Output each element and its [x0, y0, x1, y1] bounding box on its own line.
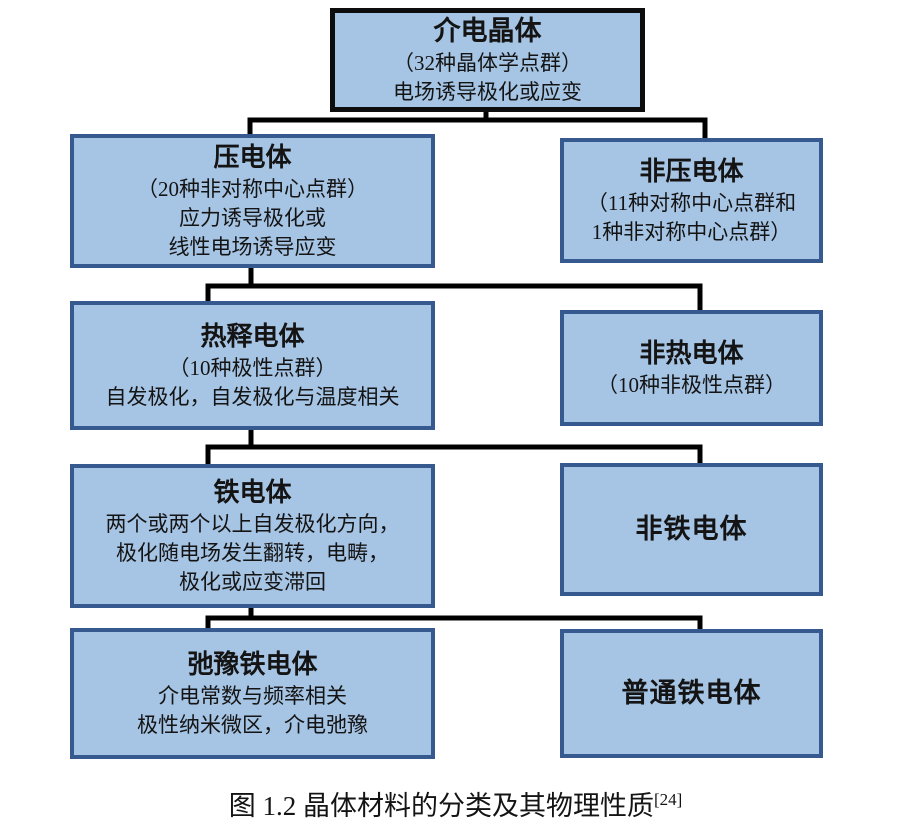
node-non-pyroelectric-line: （10种非极性点群）	[597, 373, 786, 398]
node-non-pyroelectric: 非热电体 （10种非极性点群）	[560, 310, 823, 426]
figure-caption-text: 图 1.2 晶体材料的分类及其物理性质	[228, 791, 654, 821]
node-normal-ferroelectric: 普通铁电体	[560, 629, 823, 758]
node-non-piezoelectric-title: 非压电体	[639, 156, 744, 186]
node-non-piezoelectric: 非压电体 （11种对称中心点群和 1种非对称中心点群）	[560, 138, 823, 263]
node-piezoelectric-title: 压电体	[213, 143, 292, 172]
node-dielectric-crystal-line: （32种晶体学点群）	[393, 51, 582, 76]
node-dielectric-crystal-title: 介电晶体	[433, 15, 542, 46]
node-relaxor-ferroelectric-line: 介电常数与频率相关	[158, 684, 347, 709]
node-ferroelectric-line: 极化或应变滞回	[179, 570, 326, 595]
node-non-piezoelectric-line: 1种非对称中心点群）	[591, 220, 792, 245]
node-dielectric-crystal: 介电晶体 （32种晶体学点群） 电场诱导极化或应变	[330, 8, 645, 112]
node-non-piezoelectric-line: （11种对称中心点群和	[586, 191, 797, 216]
node-ferroelectric-title: 铁电体	[213, 478, 292, 507]
node-ferroelectric-line: 极化随电场发生翻转，电畴，	[116, 541, 389, 566]
node-pyroelectric-title: 热释电体	[200, 321, 305, 351]
node-pyroelectric: 热释电体 （10种极性点群） 自发极化，自发极化与温度相关	[70, 301, 435, 430]
node-ferroelectric: 铁电体 两个或两个以上自发极化方向， 极化随电场发生翻转，电畴， 极化或应变滞回	[70, 464, 435, 608]
node-relaxor-ferroelectric: 弛豫铁电体 介电常数与频率相关 极性纳米微区，介电弛豫	[70, 628, 435, 759]
node-non-ferroelectric: 非铁电体	[560, 463, 823, 596]
node-non-ferroelectric-title: 非铁电体	[635, 514, 748, 545]
figure-caption-citation: [24]	[653, 790, 683, 809]
node-piezoelectric-line: （20种非对称中心点群）	[137, 177, 368, 202]
node-pyroelectric-line: 自发极化，自发极化与温度相关	[105, 385, 400, 410]
node-relaxor-ferroelectric-title: 弛豫铁电体	[187, 649, 318, 679]
node-relaxor-ferroelectric-line: 极性纳米微区，介电弛豫	[137, 713, 368, 738]
node-non-pyroelectric-title: 非热电体	[639, 338, 744, 368]
node-pyroelectric-line: （10种极性点群）	[168, 356, 337, 381]
node-normal-ferroelectric-title: 普通铁电体	[621, 678, 762, 709]
figure-caption: 图 1.2 晶体材料的分类及其物理性质[24]	[0, 784, 911, 823]
node-piezoelectric-line: 应力诱导极化或	[179, 206, 326, 231]
node-dielectric-crystal-line: 电场诱导极化或应变	[393, 80, 582, 105]
node-ferroelectric-line: 两个或两个以上自发极化方向，	[105, 512, 400, 537]
node-piezoelectric-line: 线性电场诱导应变	[168, 235, 337, 260]
node-piezoelectric: 压电体 （20种非对称中心点群） 应力诱导极化或 线性电场诱导应变	[70, 134, 435, 268]
